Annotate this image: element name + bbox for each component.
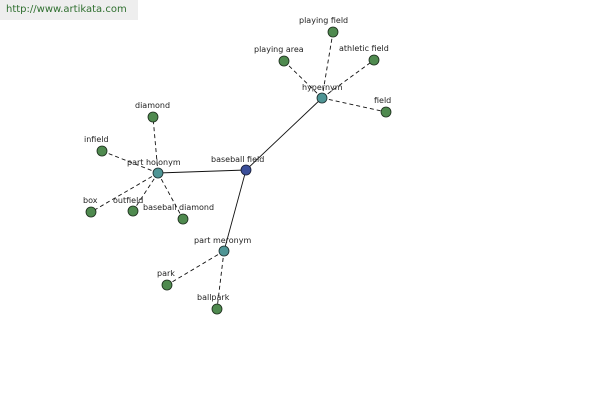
leaf-node-field[interactable] <box>380 106 392 118</box>
root-label: baseball field <box>211 155 264 164</box>
leaf-label-playing-field: playing field <box>299 16 348 25</box>
edge-meronym-park <box>166 250 225 286</box>
edge-root-part-holonym <box>157 169 247 174</box>
leaf-label-park: park <box>157 269 175 278</box>
edge-root-hypernym <box>245 97 323 171</box>
source-url[interactable]: http://www.artikata.com <box>0 0 138 20</box>
relation-node-part-holonym[interactable] <box>152 167 164 179</box>
leaf-node-playing-field[interactable] <box>327 26 339 38</box>
leaf-label-baseball-diamond: baseball diamond <box>143 203 214 212</box>
edge-hypernym-playing-area <box>283 60 323 99</box>
leaf-label-ballpark: ballpark <box>197 293 230 302</box>
graph-labels: baseball field hypernym part holonym par… <box>83 16 391 302</box>
edge-meronym-ballpark <box>216 250 225 310</box>
leaf-label-athletic-field: athletic field <box>339 44 389 53</box>
relation-label-hypernym: hypernym <box>302 83 343 92</box>
graph-nodes <box>85 26 392 315</box>
edge-root-part-meronym <box>223 169 247 252</box>
relation-label-part-meronym: part meronym <box>194 236 251 245</box>
leaf-node-ballpark[interactable] <box>211 303 223 315</box>
edge-holonym-outfield <box>132 172 159 212</box>
leaf-node-infield[interactable] <box>96 145 108 157</box>
edge-hypernym-field <box>321 97 387 113</box>
edge-hypernym-athletic-field <box>321 59 375 99</box>
leaf-label-box: box <box>83 196 98 205</box>
leaf-node-diamond[interactable] <box>147 111 159 123</box>
leaf-node-outfield[interactable] <box>127 205 139 217</box>
edge-holonym-diamond <box>152 116 159 174</box>
leaf-label-infield: infield <box>84 135 109 144</box>
relation-node-part-meronym[interactable] <box>218 245 230 257</box>
edge-holonym-box <box>90 172 159 213</box>
leaf-node-baseball-diamond[interactable] <box>177 213 189 225</box>
leaf-node-playing-area[interactable] <box>278 55 290 67</box>
leaf-node-park[interactable] <box>161 279 173 291</box>
relation-node-hypernym[interactable] <box>316 92 328 104</box>
edge-holonym-baseball-diamond <box>157 172 184 220</box>
relation-label-part-holonym: part holonym <box>127 158 181 167</box>
leaf-node-athletic-field[interactable] <box>368 54 380 66</box>
root-node[interactable] <box>240 164 252 176</box>
leaf-label-playing-area: playing area <box>254 45 304 54</box>
leaf-label-diamond: diamond <box>135 101 170 110</box>
graph-edges <box>90 31 387 310</box>
leaf-node-box[interactable] <box>85 206 97 218</box>
leaf-label-field: field <box>374 96 391 105</box>
leaf-label-outfield: outfield <box>113 196 143 205</box>
edge-holonym-infield <box>101 150 159 174</box>
